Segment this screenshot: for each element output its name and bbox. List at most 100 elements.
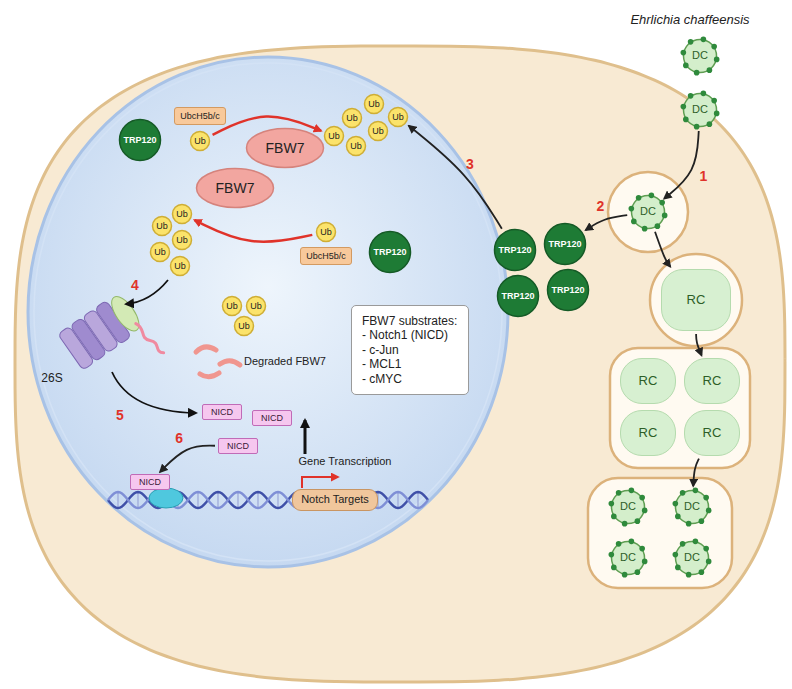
node-shape <box>676 491 709 524</box>
process-arrow <box>693 459 699 486</box>
dna-rung <box>257 492 258 508</box>
ubiquitin: Ub <box>245 295 267 317</box>
surface-protein <box>622 521 628 527</box>
surface-protein <box>701 91 707 97</box>
surface-protein <box>714 111 720 117</box>
node-text: TRP120 <box>498 245 531 256</box>
process-arrow <box>160 446 215 472</box>
node-shape <box>545 224 586 265</box>
node-text: TRP120 <box>123 135 156 146</box>
gene-box: Notch Targets <box>292 489 378 511</box>
node-shape <box>389 108 408 127</box>
node-shape <box>173 231 192 250</box>
dna-rung <box>397 492 398 508</box>
reticulate-cell: RC <box>620 358 676 404</box>
node-text: Ub <box>350 141 362 152</box>
surface-protein <box>683 63 689 69</box>
node-shape <box>247 129 324 168</box>
surface-protein <box>688 93 694 99</box>
surface-protein <box>655 223 661 229</box>
part-label: Degraded FBW7 <box>244 355 326 368</box>
dna-rung <box>117 492 118 508</box>
node-text: Ub <box>176 235 188 246</box>
reticulate-cell: RC <box>684 358 740 404</box>
callout-number: 2 <box>596 198 604 215</box>
node-text: RC <box>639 425 658 441</box>
bacterium-dc: DC <box>610 540 646 576</box>
surface-protein <box>659 200 665 206</box>
surface-protein <box>680 541 686 547</box>
nucleus <box>28 57 508 567</box>
surface-protein <box>699 518 705 524</box>
surface-protein <box>680 490 686 496</box>
callout-number: 6 <box>175 430 183 447</box>
node-text: FBW7 <box>266 140 305 157</box>
node-text: Ub <box>250 301 262 312</box>
surface-protein <box>688 39 694 45</box>
surface-protein <box>699 569 705 575</box>
node-shape <box>247 297 266 316</box>
node-shape <box>612 542 645 575</box>
surface-protein <box>706 508 712 514</box>
surface-protein <box>639 495 645 501</box>
node-shape <box>153 217 172 236</box>
node-shape <box>370 232 411 273</box>
nicd-domain: NICD <box>130 474 170 490</box>
surface-protein <box>693 488 699 494</box>
node-shape <box>495 230 536 271</box>
node-shape <box>223 297 242 316</box>
nuclear-envelope <box>34 63 502 561</box>
reticulate-cell: RC <box>620 410 676 456</box>
node-text: DC <box>640 205 656 218</box>
node-text: RC <box>687 292 706 308</box>
node-text: DC <box>692 49 708 62</box>
node-text: NICD <box>139 477 161 488</box>
node-text: NICD <box>211 407 233 418</box>
fbw7-fragment <box>200 373 219 377</box>
node-text: DC <box>620 500 636 513</box>
reticulate-cell: RC <box>684 410 740 456</box>
surface-protein <box>711 44 717 50</box>
callout-number: 4 <box>131 277 139 294</box>
surface-protein <box>683 117 689 123</box>
process-arrow <box>655 232 670 267</box>
surface-protein <box>635 518 641 524</box>
dna-rung <box>197 492 198 508</box>
trp120-effector: TRP120 <box>496 274 540 318</box>
node-text: Ub <box>156 221 168 232</box>
ubiquitin: Ub <box>315 221 337 243</box>
surface-protein <box>662 213 668 219</box>
dna-rung <box>217 492 218 508</box>
dna-rung <box>277 492 278 508</box>
surface-protein <box>629 539 635 545</box>
node-text: RC <box>639 373 658 389</box>
node-text: Ub <box>346 113 358 124</box>
organism-name: Ehrlichia chaffeensis <box>630 12 749 28</box>
node-text: RC <box>703 425 722 441</box>
node-text: Ub <box>154 247 166 258</box>
node-shape <box>684 94 717 127</box>
surface-protein <box>686 521 692 527</box>
transcription-arrow <box>302 477 338 488</box>
trp120-effector: TRP120 <box>543 222 587 266</box>
surface-protein <box>631 219 637 225</box>
node-shape <box>343 109 362 128</box>
surface-protein <box>703 546 709 552</box>
surface-protein <box>686 572 692 578</box>
node-text: Ub <box>194 136 206 147</box>
surface-protein <box>681 104 687 110</box>
surface-protein <box>639 546 645 552</box>
ubiquitin: Ub <box>387 106 409 128</box>
host-cell <box>15 46 785 682</box>
surface-protein <box>611 514 617 520</box>
node-text: Ub <box>226 301 238 312</box>
node-text: Ub <box>372 126 384 137</box>
node-text: - cMYC <box>362 372 402 386</box>
node-text: UbcH5b/c <box>306 251 346 262</box>
node-text: DC <box>692 103 708 116</box>
part-label: Gene Transcription <box>299 455 392 468</box>
node-text: Ub <box>176 209 188 220</box>
trp120-effector: TRP120 <box>493 228 537 272</box>
fbw7-ligase: FBW7 <box>245 127 325 169</box>
